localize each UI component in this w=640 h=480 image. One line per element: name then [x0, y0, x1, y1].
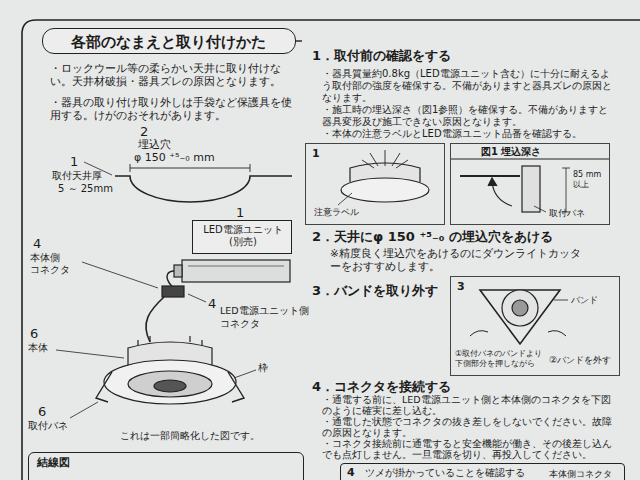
label: 6 — [30, 326, 38, 342]
dimension-line — [130, 164, 250, 172]
terminal — [174, 265, 182, 277]
node-heading: 結線図 — [37, 456, 70, 469]
led-lens — [154, 380, 186, 392]
label: ・器具質量約0.8kg（LED電源ユニット含む）に十分に耐えるよう取付部の強度を… — [322, 68, 614, 104]
node-heading: LED電源ユニット (別売) — [197, 224, 289, 248]
leader-line — [554, 300, 568, 301]
label: ・施工時の埋込深さ（図1参照）を確保する。不備がありますと器具変形及び施工できな… — [322, 104, 614, 128]
heatsink — [512, 300, 528, 316]
label: 1．取付前の確認をする — [312, 48, 451, 64]
label: ・ロックウール等の柔らかい天井に取り付けない。天井材破損・器具ズレの原因となりま… — [50, 62, 300, 88]
label: ・器具の取り付け取り外しは手袋など保護具を使用する。けがのおそれがあります。 — [50, 96, 300, 122]
dimension-line — [562, 168, 570, 212]
label: 4．コネクタを接続する — [312, 379, 451, 395]
node-text: ツメが掛かっていることを確認する — [365, 467, 525, 479]
label: 本体 — [28, 342, 48, 354]
downlight-top — [502, 290, 538, 326]
label: 2．天井にφ 150 ⁺⁵₋₀ の埋込穴をあける — [312, 229, 553, 245]
label: 5 ～ 25mm — [58, 183, 113, 195]
downlight-reflector — [128, 371, 212, 397]
node-heading: 3 — [457, 280, 465, 293]
mounting-spring — [96, 372, 244, 402]
label: ・コネクタ接続前に通電すると安全機能が働き、その後差し込んでも点灯しません。一旦… — [322, 438, 614, 461]
arrowhead — [488, 178, 497, 186]
figure-frame: 図1 埋込深さ 85 mm 以上取付バネ — [450, 143, 610, 225]
label: φ 150 ⁺⁵₋₀ mm — [134, 151, 215, 164]
label: 1 — [236, 205, 244, 221]
leader-line — [534, 206, 546, 212]
downlight-frame — [104, 360, 236, 404]
node-text: ②バンドを外す — [549, 355, 611, 366]
label: 本体側 — [30, 252, 60, 264]
label: 取付天井厚 — [52, 170, 102, 182]
node-heading: 図1 埋込深さ — [481, 146, 541, 158]
label: 1 — [70, 154, 78, 170]
ceiling — [460, 175, 520, 177]
hand — [470, 331, 566, 336]
label: 取付バネ — [28, 420, 68, 432]
node-text: 85 mm 以上 — [573, 170, 607, 189]
label: コネクタ — [30, 264, 70, 276]
band — [480, 290, 560, 344]
node-heading: 4 — [347, 466, 355, 479]
power-unit-edge — [188, 266, 284, 267]
label: ・本体の注意ラベルとLED電源ユニット品番を確認する。 — [322, 128, 614, 140]
label: ※精度良く埋込穴をあけるのにダウンライトカッターをおすすめします。 — [330, 247, 590, 272]
wiring-box: 結線図 — [28, 452, 304, 480]
label: 6 — [38, 404, 46, 420]
downlight-section — [522, 166, 540, 212]
figure-frame: 3 バンド ①取付バネのバンドより下側部分を押しながら ②バンドを外す — [450, 276, 620, 376]
wire — [146, 297, 164, 342]
node-text: 本体側コネクタ — [549, 469, 612, 480]
leader-line — [82, 262, 158, 288]
heatsink — [138, 336, 202, 346]
title-tab: 各部のなまえと取り付けかた — [42, 28, 296, 54]
table-rule — [450, 158, 610, 159]
label: ・通電した状態でコネクタの抜き差しをしないでください。故障の原因となります。 — [322, 416, 614, 439]
part-box: LED電源ユニット (別売) — [192, 220, 292, 254]
leader-line — [70, 402, 98, 418]
heatsink-fins — [362, 150, 408, 168]
leader-line — [188, 294, 206, 302]
label: コネクタ — [220, 318, 260, 330]
label: 2 — [140, 124, 148, 140]
node-text: 注意ラベル — [314, 207, 359, 218]
node-text: ①取付バネのバンドより下側部分を押しながら — [455, 349, 545, 368]
page-frame — [22, 20, 640, 480]
label: 4 — [208, 296, 216, 312]
leader-line — [338, 193, 352, 205]
label: LED電源ユニット側 — [220, 305, 309, 316]
node-text: 取付バネ — [549, 208, 585, 219]
label: これは一部簡略化した図です。 — [120, 430, 260, 442]
ceiling-section — [115, 176, 292, 202]
power-unit — [182, 260, 290, 282]
node-heading: 各部のなまえと取り付けかた — [43, 33, 293, 51]
node-text: バンド — [571, 295, 598, 306]
label: 枠 — [258, 362, 268, 374]
figure-frame: 1 注意ラベル — [305, 143, 445, 225]
leader-line — [56, 350, 124, 358]
downlight-frame — [341, 178, 429, 202]
leader-line — [234, 370, 256, 378]
label: 埋込穴 — [138, 138, 171, 151]
label: ・通電する前に、LED電源ユニット側と本体側のコネクタを下図のように確実に差し込… — [322, 394, 614, 417]
connector — [162, 286, 184, 297]
label: 3．バンドを取り外す — [312, 283, 438, 299]
step-box: 4 ツメが掛かっていることを確認する 本体側コネクタ — [340, 463, 625, 480]
label: 4 — [33, 236, 41, 252]
node-heading: 1 — [312, 147, 320, 160]
